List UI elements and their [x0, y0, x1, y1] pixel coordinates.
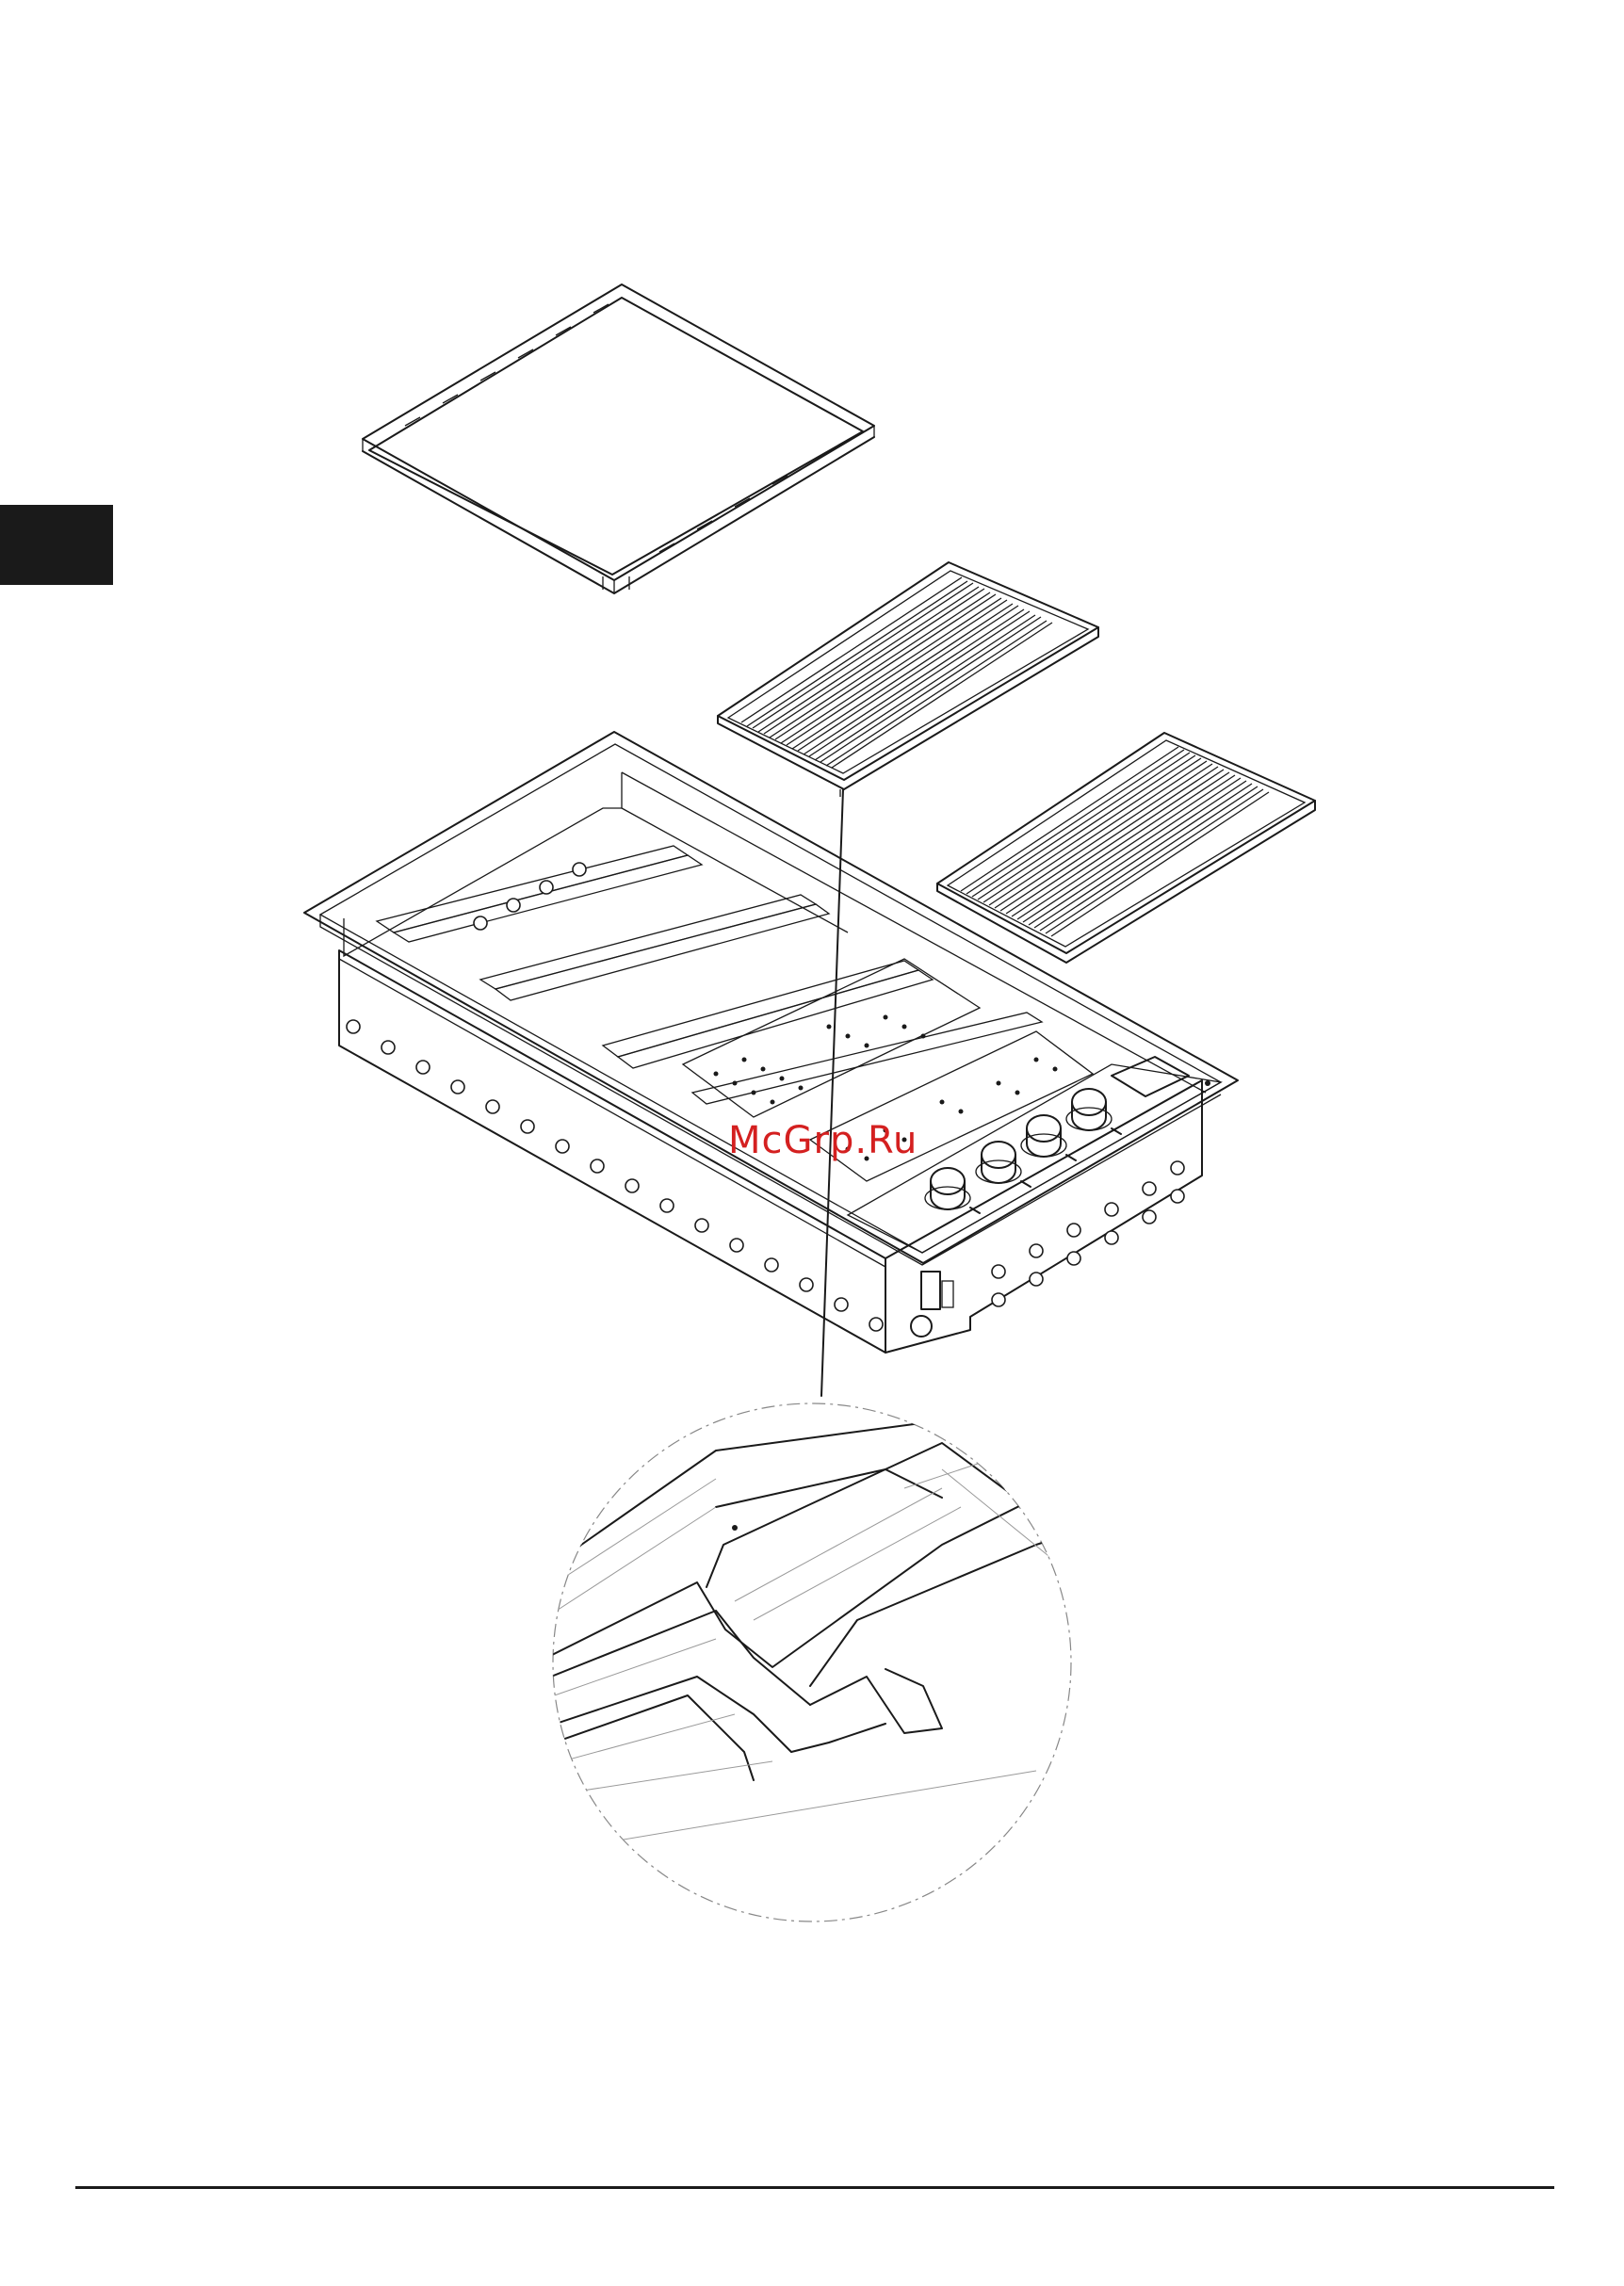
grill-body: [304, 732, 1238, 1353]
gas-inlet-valve: [911, 1272, 953, 1337]
grill-grate-left: [718, 562, 1098, 797]
detail-magnifier: [528, 1403, 1093, 1921]
control-knob[interactable]: [925, 1168, 980, 1213]
griddle-plate: [363, 284, 874, 593]
side-wall-holes: [347, 863, 883, 1331]
footer-rule: [75, 2186, 1554, 2189]
control-knob[interactable]: [1066, 1089, 1121, 1134]
grill-grate-right: [937, 733, 1315, 963]
watermark: McGrp.Ru: [728, 1119, 918, 1162]
burner-tubes: [377, 846, 1042, 1104]
